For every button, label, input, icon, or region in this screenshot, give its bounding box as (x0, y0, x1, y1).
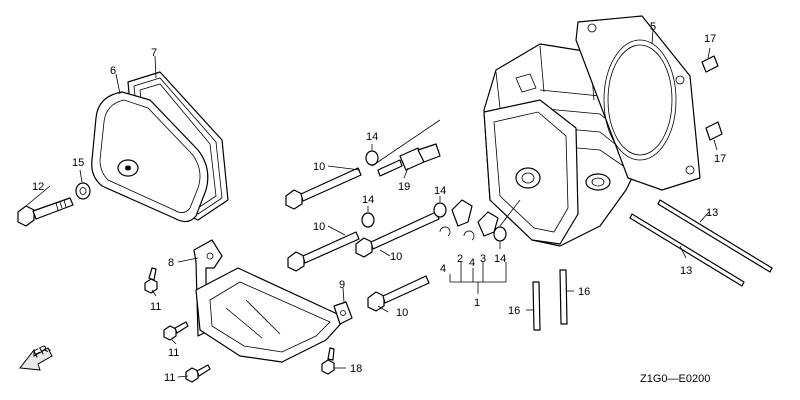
valve-seal-3 (477, 211, 499, 237)
dowel-pin-a (701, 55, 719, 73)
head-gasket (575, 15, 701, 191)
valve-seal-2 (451, 199, 473, 227)
washer-14-d (493, 226, 507, 242)
head-cover (91, 91, 209, 223)
callout-1: 1 (474, 297, 480, 309)
bolt-11-c (185, 364, 211, 383)
callout-3: 3 (480, 253, 486, 265)
callout-16-b: 16 (578, 286, 590, 298)
washer-14-a (365, 150, 379, 166)
stud-13-b (629, 213, 745, 287)
callout-14-a: 14 (366, 131, 378, 143)
bolt-11-b (163, 321, 189, 341)
callout-7: 7 (151, 47, 157, 59)
diagram-code: Z1G0—E0200 (640, 373, 710, 385)
callout-14-b: 14 (362, 194, 374, 206)
callout-6: 6 (110, 65, 116, 77)
callout-14-d: 14 (494, 253, 506, 265)
clip-4-a (439, 226, 451, 237)
callout-4-a: 4 (440, 263, 446, 275)
washer-14-c (433, 202, 447, 218)
callout-18: 18 (350, 363, 362, 375)
shroud-plate (195, 267, 347, 363)
callout-13-b: 13 (680, 265, 692, 277)
callout-16-a: 16 (508, 305, 520, 317)
bolt-12 (17, 197, 74, 227)
leader-lines (25, 29, 718, 378)
stud-13-a (657, 199, 773, 273)
callout-4-b: 4 (469, 257, 475, 269)
washer-14-b (361, 212, 375, 228)
bolt-11-a (144, 267, 158, 294)
callout-5: 5 (650, 21, 656, 33)
callout-14-c: 14 (434, 185, 446, 197)
callout-10-b: 10 (313, 221, 325, 233)
washer-15 (75, 182, 91, 200)
dowel-pin-b (705, 121, 723, 141)
bolt-10-d (367, 275, 430, 312)
bolt-10-c (355, 211, 440, 258)
callout-2: 2 (457, 253, 463, 265)
callout-8: 8 (168, 257, 174, 269)
front-direction-arrow (19, 347, 53, 371)
callout-19: 19 (398, 181, 410, 193)
bolt-10-a (285, 167, 362, 210)
callout-17-a: 17 (704, 33, 716, 45)
callout-9: 9 (339, 279, 345, 291)
stud-16-a (532, 281, 541, 331)
bolt-18 (321, 347, 335, 375)
callout-15: 15 (72, 157, 84, 169)
callout-labels: 5 6 7 8 9 10 10 10 10 11 11 11 12 13 13 … (32, 21, 726, 384)
callout-11-b: 11 (168, 347, 179, 359)
callout-11-c: 11 (164, 372, 175, 384)
callout-12: 12 (32, 181, 44, 193)
spark-plug (377, 143, 441, 177)
callout-17-b: 17 (714, 153, 726, 165)
callout-10-a: 10 (313, 161, 325, 173)
callout-11-a: 11 (150, 301, 161, 313)
bolt-10-b (287, 231, 360, 272)
clip-4-b (463, 230, 475, 241)
callout-10-d: 10 (396, 307, 408, 319)
clip-9 (333, 301, 353, 325)
callout-13-a: 13 (706, 207, 718, 219)
stud-16-b (559, 269, 568, 325)
callout-10-c: 10 (390, 251, 402, 263)
direction-label: FR. (32, 342, 53, 361)
